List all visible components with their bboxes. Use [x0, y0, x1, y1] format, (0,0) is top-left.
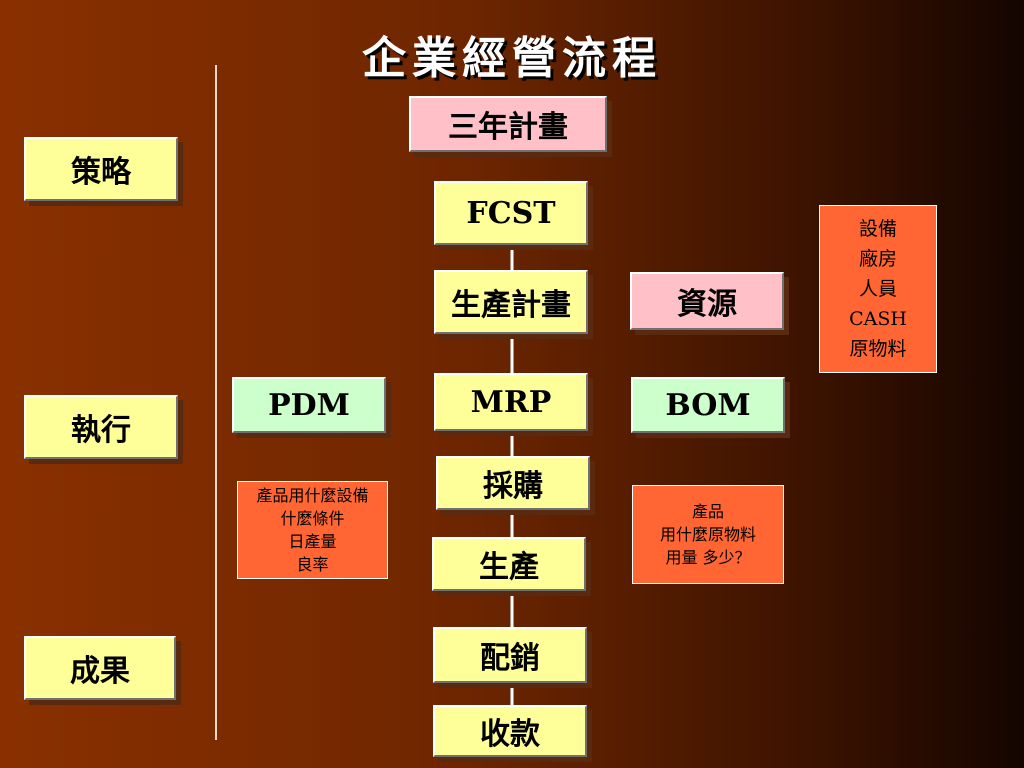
box-production: 生產: [432, 537, 586, 591]
note-bom-line: 用量 多少？: [665, 548, 751, 567]
note-resources: 設備 廠房 人員 CASH 原物料: [819, 205, 937, 373]
box-fcst: FCST: [434, 181, 588, 245]
divider-line: [215, 65, 217, 740]
note-pdm-line: 良率: [296, 555, 329, 574]
box-three-year-plan: 三年計畫: [409, 96, 607, 152]
note-resources-line: 設備: [858, 218, 897, 240]
box-pdm: PDM: [232, 377, 386, 433]
box-purchase: 採購: [436, 456, 590, 510]
label-result: 成果: [24, 636, 176, 700]
box-resources: 資源: [630, 272, 784, 330]
note-resources-line: 人員: [858, 278, 897, 300]
box-collection: 收款: [433, 705, 587, 757]
note-bom-line: 用什麼原物料: [659, 525, 756, 544]
page-title: 企業經營流程: [362, 33, 662, 84]
note-resources-line: 原物料: [849, 338, 907, 360]
note-bom-line: 產品: [691, 502, 724, 521]
note-pdm-line: 什麼條件: [280, 509, 345, 528]
box-mrp: MRP: [434, 373, 588, 431]
label-strategy: 策略: [24, 137, 178, 201]
box-production-plan: 生產計畫: [434, 270, 588, 334]
note-pdm: 產品用什麼設備 什麼條件 日產量 良率: [237, 481, 388, 579]
label-execution: 執行: [24, 395, 178, 459]
note-bom: 產品 用什麼原物料 用量 多少？: [632, 485, 784, 584]
box-distribution: 配銷: [433, 627, 587, 683]
note-resources-line: 廠房: [858, 248, 897, 270]
note-resources-line: CASH: [849, 308, 907, 330]
note-pdm-line: 日產量: [288, 532, 337, 551]
note-pdm-line: 產品用什麼設備: [256, 486, 369, 505]
box-bom: BOM: [631, 377, 785, 433]
